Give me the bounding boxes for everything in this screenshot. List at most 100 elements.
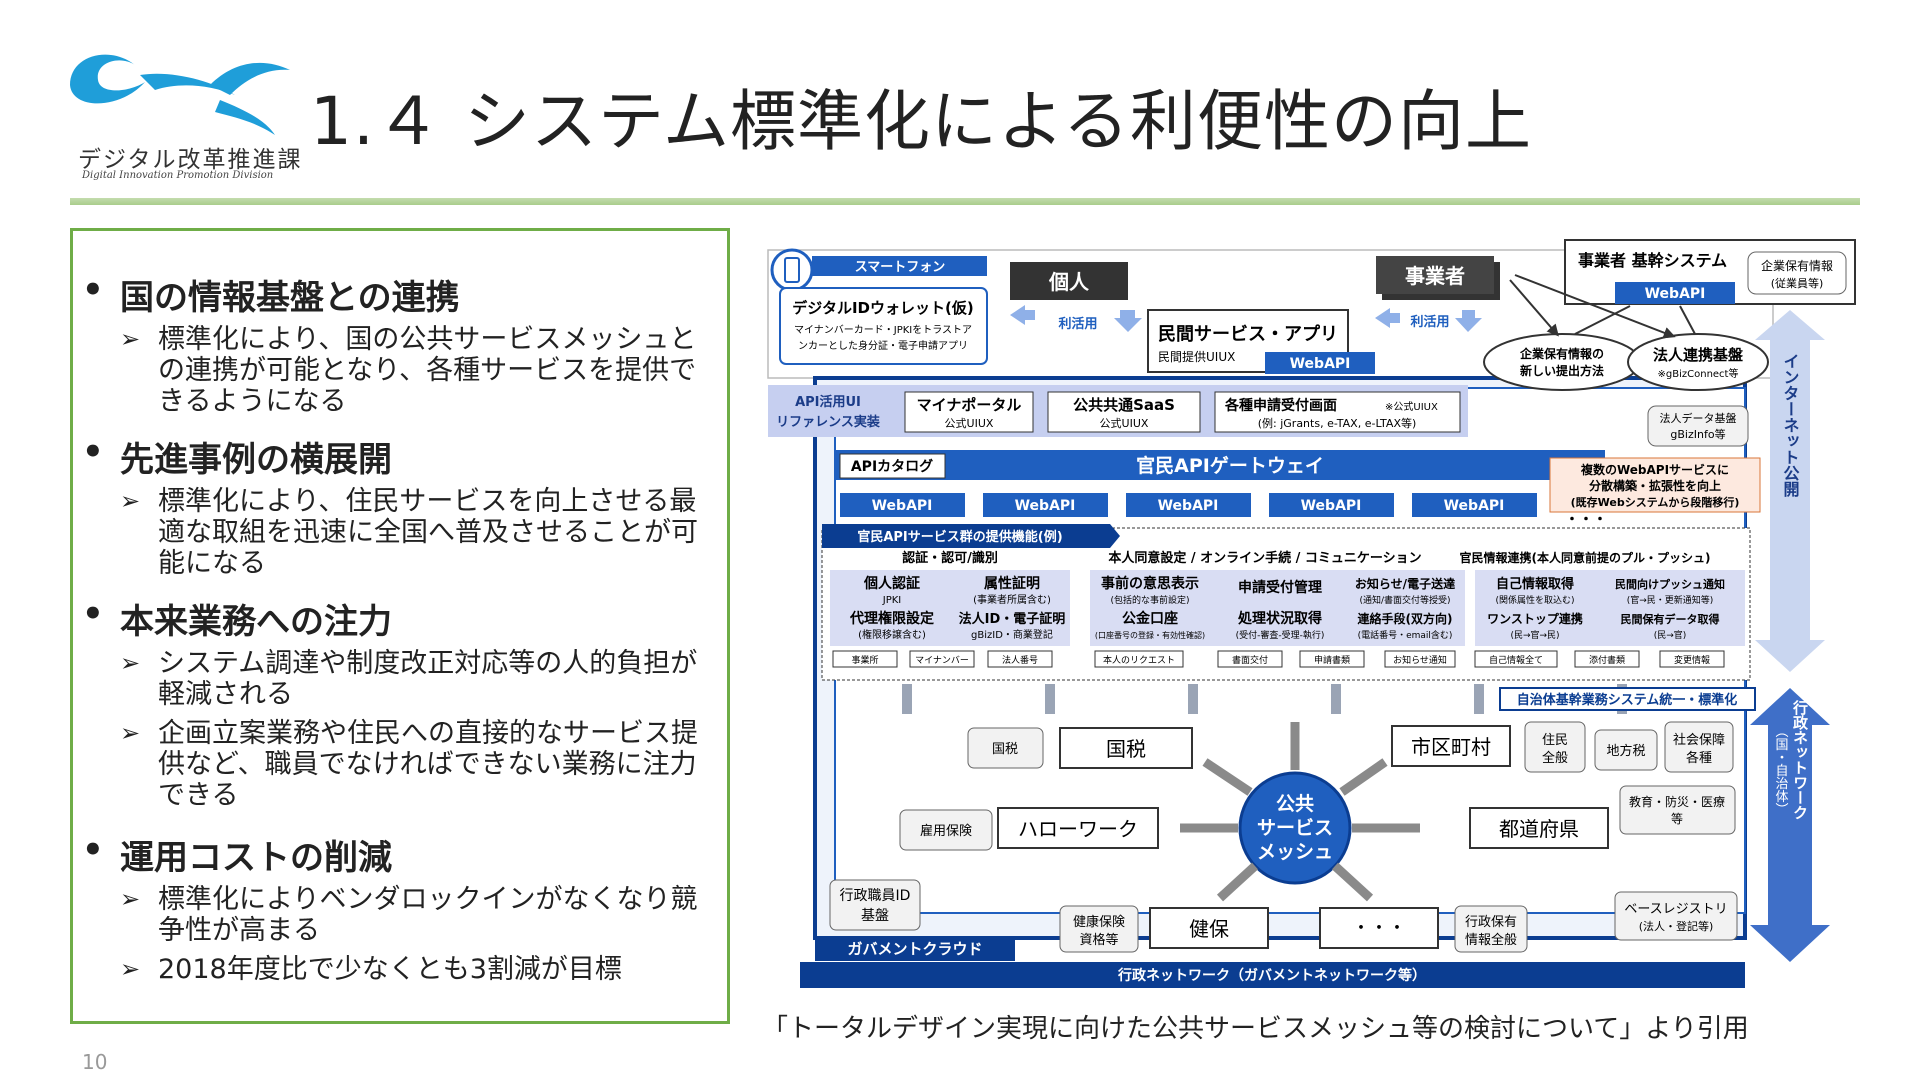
smartphone-icon (770, 248, 814, 292)
function-label: 代理権限設定 (849, 610, 934, 627)
apply-title: 各種申請受付画面 (1224, 397, 1337, 414)
node-label: 市区町村 (1411, 735, 1491, 759)
webapi-label: WebAPI (1290, 356, 1351, 372)
mesh-label: メッシュ (1257, 841, 1333, 863)
private-service-label: 民間サービス・アプリ (1158, 323, 1338, 345)
kokuzei-box (1059, 727, 1193, 769)
individual-box (1010, 262, 1128, 300)
spoke (1202, 758, 1253, 796)
corp-db-box (1647, 405, 1749, 447)
corp-base-label: 法人連携基盤 (1653, 346, 1744, 364)
category-label: 認証・認可/識別 (902, 550, 998, 566)
webapi-label: WebAPI (872, 498, 933, 514)
node-label: ・・・ (1352, 918, 1406, 939)
wallet-desc: マイナンバーカード・JPKIをトラストア (794, 324, 972, 336)
function-sub: (官→民・更新通知等) (1627, 594, 1714, 606)
wallet-title: デジタルIDウォレット(仮) (792, 299, 973, 317)
new-method-bubble (1483, 333, 1641, 391)
service-functions-label: 官民APIサービス群の提供機能(例) (857, 529, 1062, 545)
usage-label: 利活用 (1410, 314, 1449, 330)
corp-info-label: 企業保有情報 (1761, 258, 1833, 273)
tag-label: 事業所 (851, 654, 878, 666)
node-label: 各種 (1686, 750, 1712, 766)
title-divider (70, 198, 1860, 205)
connector-line (1574, 305, 1631, 335)
node-label: 行政保有 (1465, 915, 1517, 930)
function-label: ワンストップ連携 (1487, 611, 1583, 626)
tag (909, 650, 975, 668)
node-label: 行政職員ID (840, 888, 911, 904)
usage-label: 利活用 (1058, 316, 1097, 332)
function-label: 連絡手段(双方向) (1358, 611, 1453, 626)
tag (987, 650, 1053, 668)
node-label: ベースレジストリ (1624, 902, 1727, 917)
local-std-label: 自治体基幹業務システム統一・標準化 (1517, 692, 1738, 708)
kenpo-box (1149, 907, 1269, 949)
org-name-en: Digital Innovation Promotion Division (82, 170, 274, 181)
arrow-bullet-icon: ➢ (120, 719, 141, 747)
webapi-label: WebAPI (1301, 498, 1362, 514)
connector-line (1514, 274, 1676, 339)
webapi-badge (1412, 493, 1537, 517)
network-arrow-icon (1750, 688, 1830, 962)
usage-arrow-icon (1375, 308, 1400, 328)
api-catalog-label: APIカタログ (851, 458, 933, 475)
ellipsis-label: ・・・ (1565, 512, 1607, 528)
tag-label: 添付書類 (1589, 654, 1625, 666)
shakai-db (1664, 721, 1734, 773)
usage-arrow-icon (1455, 310, 1482, 332)
gov-network-v-label: 行政ネットワーク (1791, 699, 1809, 820)
new-method-label: 新しい提出方法 (1520, 363, 1604, 378)
node-label: 地方税 (1606, 743, 1645, 759)
api-ui-label: API活用UI (795, 394, 861, 410)
distributed-note-text: 複数のWebAPIサービスに (1580, 462, 1729, 477)
wallet-box (779, 287, 988, 365)
wallet-desc: ンカーとした身分証・電子申請アプリ (798, 339, 968, 352)
function-label: 法人ID・電子証明 (959, 611, 1066, 627)
gov-network-sub-label: （国・自治体） (1773, 725, 1789, 816)
gateway-bar (835, 450, 1605, 480)
tag (832, 650, 898, 668)
staffid-db (829, 879, 921, 931)
tag-row: 事業所 マイナンバー 法人番号 本人のリクエスト 書面交付 申請書類 お知らせ通… (832, 650, 1725, 668)
corp-info-db (1747, 251, 1847, 295)
distributed-note (1549, 457, 1761, 513)
tag (1217, 650, 1283, 668)
service-functions-banner (822, 524, 1120, 548)
corp-db-label: 法人データ基盤 (1660, 411, 1737, 425)
node-label: 全般 (1542, 750, 1568, 766)
webapi-label: WebAPI (1444, 498, 1505, 514)
webapi-row: WebAPI WebAPI WebAPI WebAPI WebAPI (840, 493, 1537, 517)
bullet-dot-icon: • (82, 432, 104, 472)
org-name: デジタル改革推進課 (78, 147, 303, 173)
double-arrow-icon (1188, 684, 1198, 714)
webapi-badge (1265, 352, 1375, 374)
function-sub: (関係属性を取込む) (1495, 594, 1574, 606)
auth-group (830, 570, 1070, 646)
todofuken-box (1469, 807, 1609, 849)
node-label: 等 (1671, 812, 1683, 826)
function-label: 自己情報取得 (1496, 576, 1574, 592)
tag (1474, 650, 1558, 668)
mynaportal-box (904, 391, 1034, 433)
logo (60, 40, 300, 190)
mesh-label: 公共 (1276, 793, 1314, 815)
internet-arrow-icon (1755, 310, 1825, 672)
node-label: 健康保険 (1073, 914, 1125, 930)
chiho-db (1594, 729, 1658, 771)
double-arrow-icon (1045, 684, 1055, 714)
summary-box (70, 228, 730, 1024)
double-arrow-icon (1331, 684, 1341, 714)
connector-line (1509, 279, 1559, 337)
page-title: 1.４ システム標準化による利便性の向上 (310, 83, 1532, 160)
usage-arrow-icon (1114, 310, 1142, 332)
webapi-badge (1126, 493, 1251, 517)
node-label: 基盤 (861, 907, 889, 924)
link-group (1475, 570, 1745, 646)
node-label: (法人・登記等) (1639, 919, 1714, 933)
tag (1659, 650, 1725, 668)
category-label: 本人同意設定 / オンライン手続 / コミュニケーション (1108, 550, 1421, 566)
function-sub: (口座番号の登録・有効性確認) (1095, 630, 1205, 640)
city-box (1391, 725, 1511, 767)
function-label: 処理状況取得 (1237, 610, 1322, 627)
